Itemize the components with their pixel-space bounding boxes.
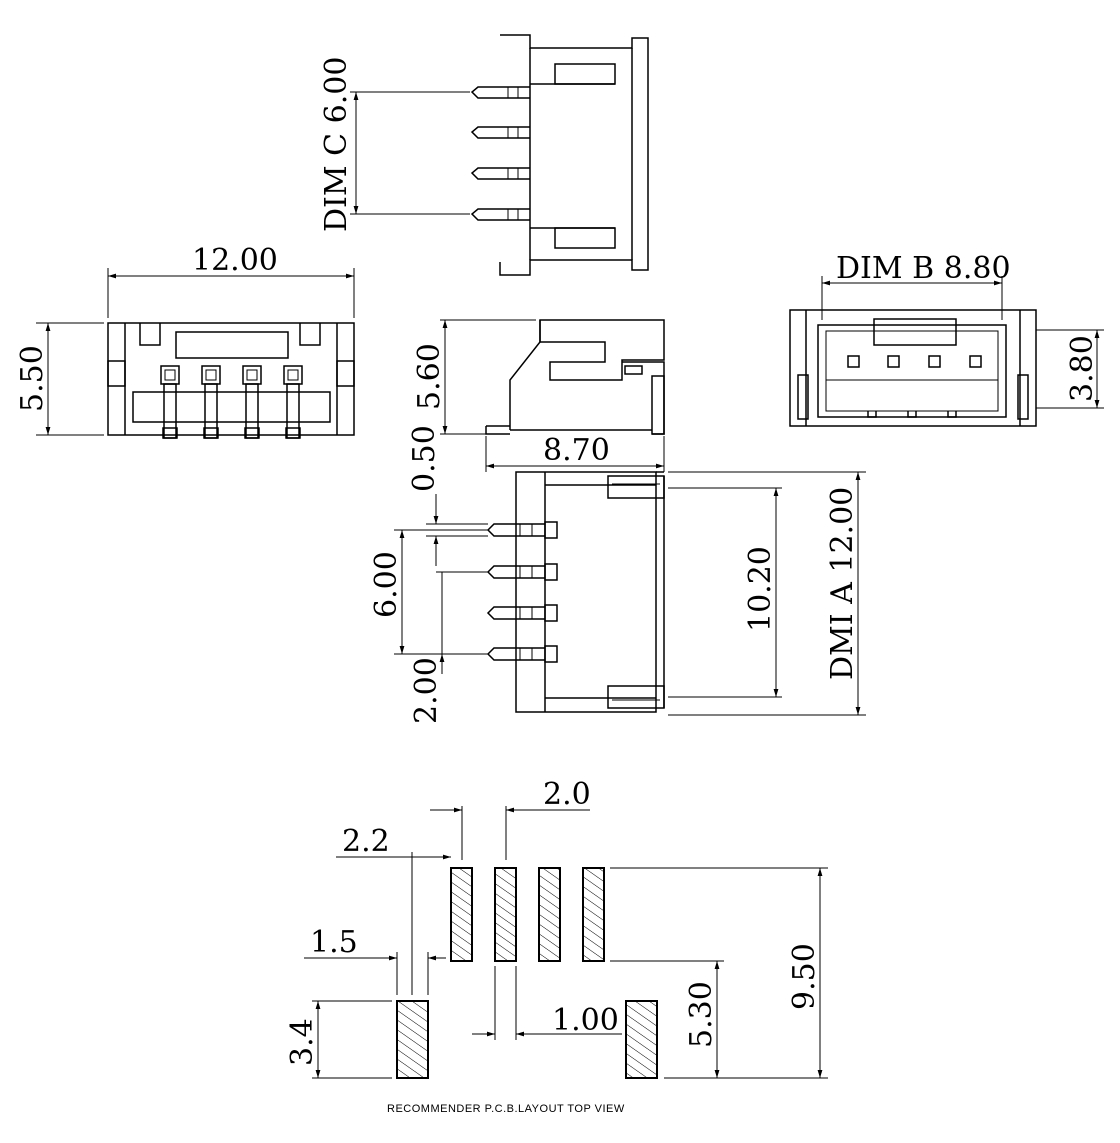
pin-offset-label: 0.50	[407, 425, 442, 492]
signal-pads	[450, 867, 605, 962]
bottom-view-pins	[486, 521, 558, 663]
dim-c-label: DIM C 6.00	[319, 57, 354, 232]
dim-a-label: DMI A 12.00	[825, 487, 860, 680]
front-view: 12.00 5.50	[15, 243, 355, 439]
mount-pad-right	[625, 1000, 658, 1079]
pitch-span-label: 6.00	[369, 551, 404, 618]
front-width-label: 12.00	[192, 243, 278, 278]
front-view-pins	[160, 365, 303, 439]
top-view: DIM B 8.80 3.80	[789, 251, 1104, 427]
total-height-label: 9.50	[787, 943, 822, 1010]
pitch-label: 2.00	[409, 657, 444, 724]
center-height-label: 5.60	[412, 343, 447, 410]
mount-pad-width-label: 1.5	[310, 925, 358, 960]
pcb-pitch-label: 2.0	[543, 777, 591, 812]
dim-b-label: DIM B 8.80	[836, 251, 1011, 286]
top-height-label: 3.80	[1065, 335, 1100, 402]
mount-pad-height-label: 3.4	[285, 1018, 320, 1066]
edge-offset-label: 2.2	[342, 824, 390, 859]
mount-pad-left	[396, 1000, 429, 1079]
signal-to-mount-label: 5.30	[684, 981, 719, 1048]
inner-length-label: 10.20	[743, 546, 778, 632]
top-view-contacts	[847, 355, 982, 368]
bottom-view: 0.50 6.00 2.00 10.20 DMI A 12.00	[369, 425, 866, 724]
gap-label: 1.00	[552, 1003, 619, 1038]
pcb-caption: RECOMMENDER P.C.B.LAYOUT TOP VIEW	[387, 1103, 625, 1115]
center-side-view: 5.60 8.70	[412, 319, 665, 472]
center-depth-label: 8.70	[543, 433, 610, 468]
side-view-pins	[470, 86, 530, 221]
side-view: DIM C 6.00	[319, 34, 649, 276]
front-height-label: 5.50	[15, 345, 50, 412]
pcb-layout: 2.0 2.2 1.5 3.4 1.00 5.30 9.50 RECOMMEND…	[285, 777, 828, 1115]
